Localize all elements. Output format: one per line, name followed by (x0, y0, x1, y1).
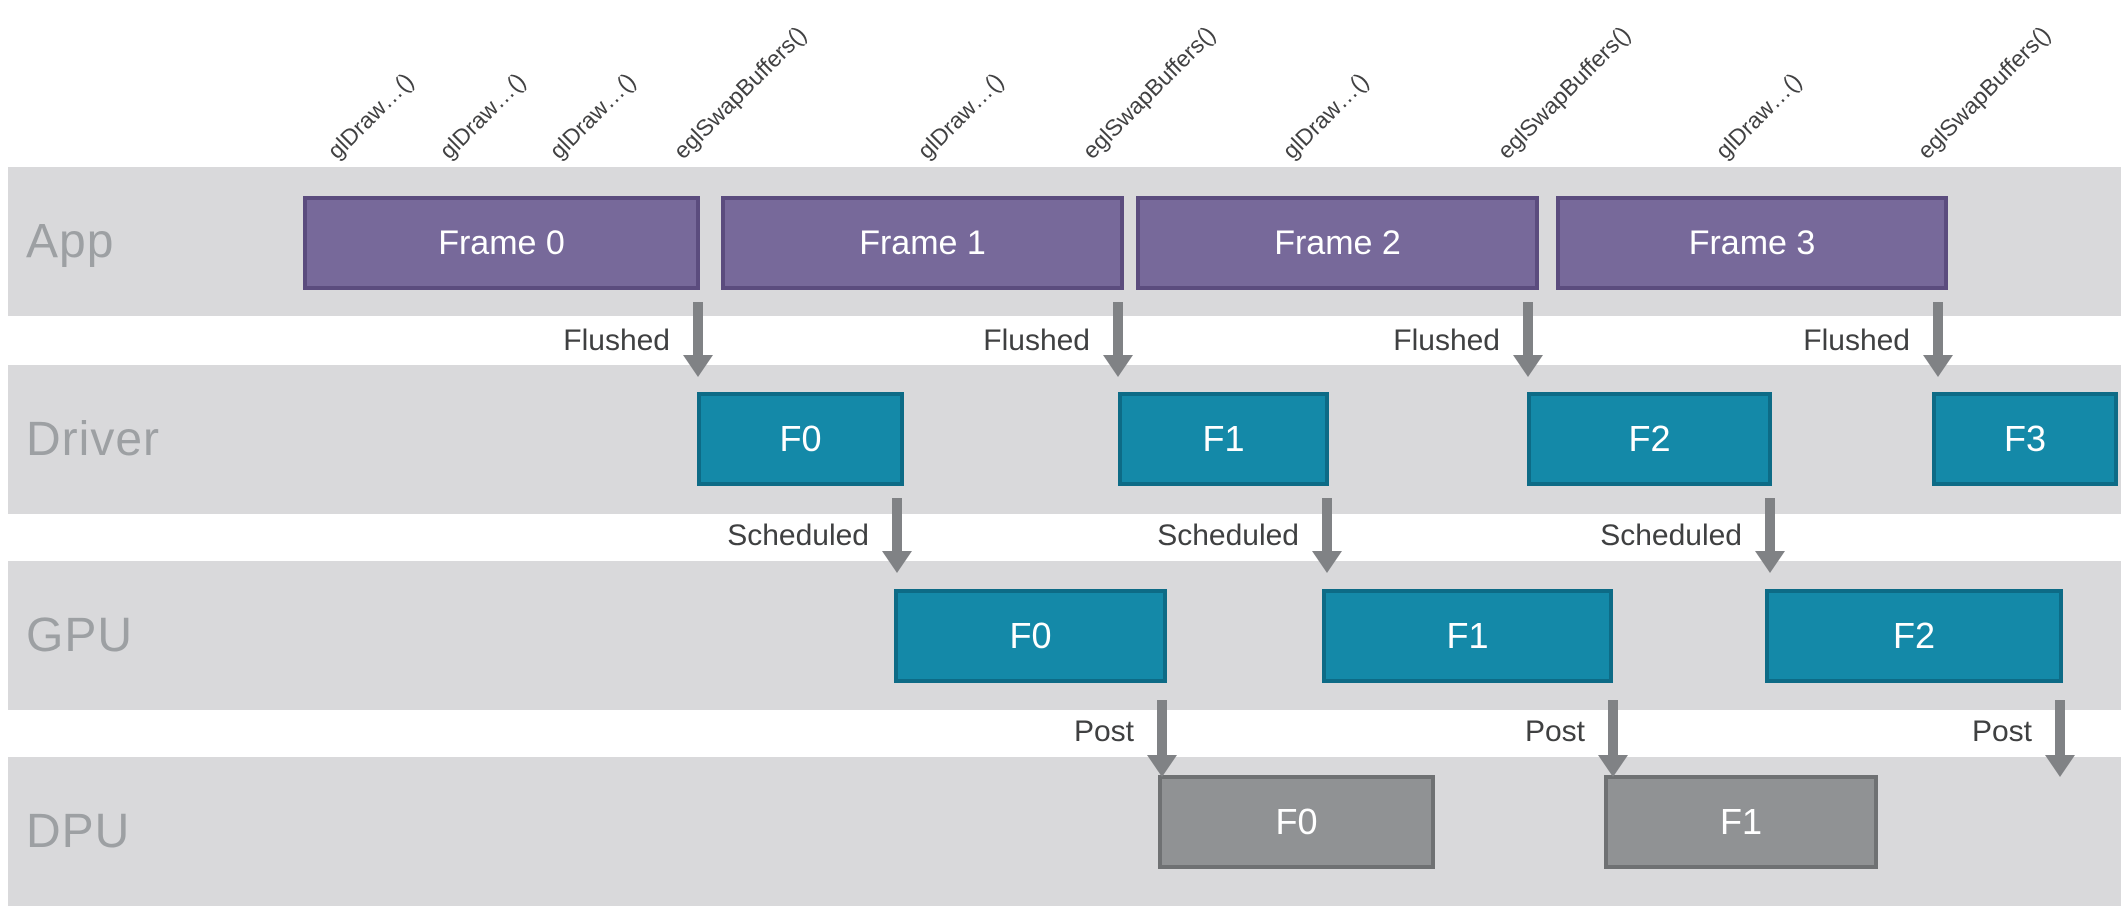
lane-label-dpu: DPU (26, 805, 131, 858)
scheduled-arrow-icon (882, 498, 912, 573)
driver-lane-band (8, 365, 2121, 514)
scheduled-label: Scheduled (727, 519, 869, 552)
flushed-arrow-icon (1103, 302, 1133, 377)
gpu-frame-2-box: F2 (1765, 589, 2063, 683)
app-frame-3-box: Frame 3 (1556, 196, 1948, 290)
flushed-label: Flushed (1393, 324, 1500, 357)
scheduled-label: Scheduled (1157, 519, 1299, 552)
gpu-frame-0-box: F0 (894, 589, 1167, 683)
scheduled-arrow-icon (1312, 498, 1342, 573)
api-call-label: glDraw…() (322, 67, 419, 164)
dpu-frame-1-box: F1 (1604, 775, 1878, 869)
api-call-label: eglSwapBuffers() (668, 20, 812, 164)
flushed-label: Flushed (1803, 324, 1910, 357)
flushed-label: Flushed (563, 324, 670, 357)
api-call-label: glDraw…() (912, 67, 1009, 164)
flushed-label: Flushed (983, 324, 1090, 357)
flushed-arrow-icon (1923, 302, 1953, 377)
app-frame-0-box: Frame 0 (303, 196, 700, 290)
lane-label-app: App (26, 215, 115, 268)
post-label: Post (1971, 715, 2032, 748)
api-call-label: eglSwapBuffers() (1077, 20, 1221, 164)
post-label: Post (1073, 715, 1134, 748)
driver-frame-2-box: F2 (1527, 392, 1772, 486)
api-call-label: glDraw…() (1710, 67, 1807, 164)
app-frame-2-box: Frame 2 (1136, 196, 1539, 290)
flushed-arrow-icon (1513, 302, 1543, 377)
post-arrow-icon (1147, 700, 1177, 777)
api-call-label: glDraw…() (544, 67, 641, 164)
post-arrow-icon (2045, 700, 2075, 777)
gpu-frame-1-box: F1 (1322, 589, 1613, 683)
post-label: Post (1524, 715, 1585, 748)
post-arrow-icon (1598, 700, 1628, 777)
api-call-label: glDraw…() (434, 67, 531, 164)
driver-frame-3-box: F3 (1932, 392, 2118, 486)
driver-frame-0-box: F0 (697, 392, 904, 486)
scheduled-label: Scheduled (1600, 519, 1742, 552)
driver-frame-1-box: F1 (1118, 392, 1329, 486)
lane-label-gpu: GPU (26, 609, 134, 662)
api-call-label: eglSwapBuffers() (1912, 20, 2056, 164)
scheduled-arrow-icon (1755, 498, 1785, 573)
flushed-arrow-icon (683, 302, 713, 377)
api-call-label: eglSwapBuffers() (1492, 20, 1636, 164)
api-call-label: glDraw…() (1277, 67, 1374, 164)
dpu-frame-0-box: F0 (1158, 775, 1435, 869)
app-frame-1-box: Frame 1 (721, 196, 1124, 290)
lane-label-driver: Driver (26, 413, 160, 466)
